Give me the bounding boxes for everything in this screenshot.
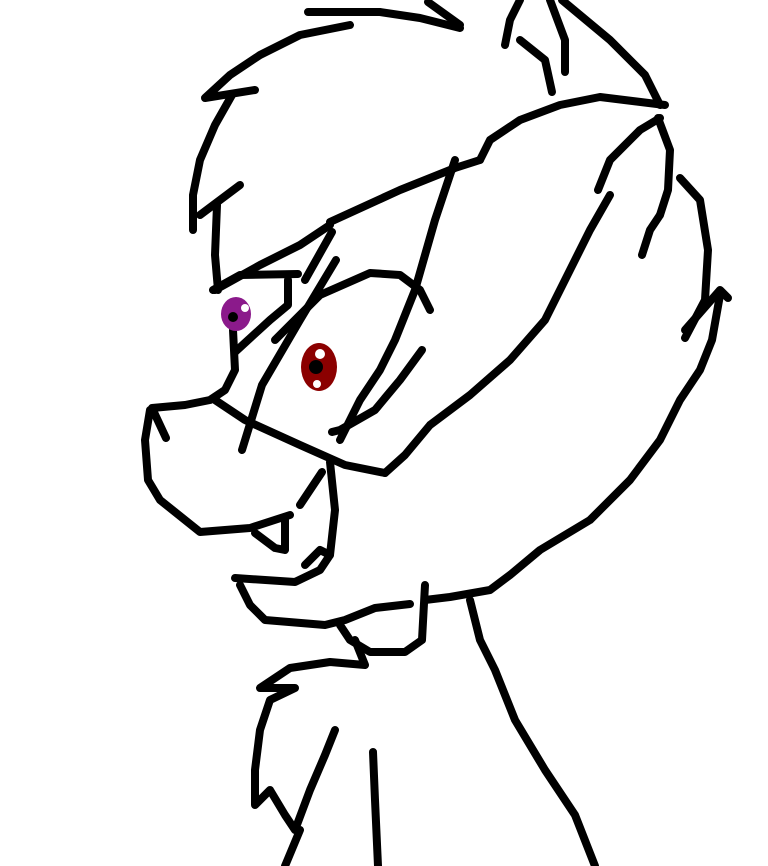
right-eye-lower-stroke [328, 346, 426, 436]
line-strokes [141, 0, 732, 866]
forehead-tuft-stroke [196, 181, 244, 219]
right-eye-highlight-lower [313, 380, 321, 388]
ear-left-outer-stroke [501, 0, 524, 49]
hair-right-3-stroke [638, 211, 664, 259]
right-eye [301, 343, 337, 391]
hair-left-stroke [201, 21, 354, 102]
ear-left-inner-stroke [546, 0, 569, 76]
forehead-side-stroke [211, 201, 222, 294]
jaw-right-stroke [421, 291, 724, 604]
left-eye-side-stroke [231, 276, 292, 356]
stripe-1-stroke [301, 228, 336, 284]
muzzle-line-stroke [211, 396, 389, 477]
right-brow-stroke [271, 269, 434, 344]
lower-lip-stroke [231, 551, 334, 586]
fang-stroke [251, 516, 289, 554]
neck-inner-stroke [369, 748, 382, 866]
left-eye [221, 297, 251, 331]
hair-right-5-stroke [681, 286, 732, 334]
ear-left-edge-stroke [516, 36, 556, 96]
hair-spike-stroke [424, 0, 464, 29]
neck-fur-stroke [251, 636, 369, 834]
snout-front-stroke [141, 406, 294, 536]
fang-upper-stroke [296, 468, 326, 509]
right-eye-pupil [309, 360, 323, 374]
hair-left-lower-stroke [189, 91, 236, 234]
neck-left-stroke [281, 826, 304, 866]
hair-right-1-stroke [594, 114, 664, 194]
hair-band-stroke [326, 156, 484, 226]
chin-stroke [236, 581, 414, 629]
left-brow-stroke [209, 270, 302, 294]
chin-under-stroke [336, 581, 429, 656]
stripe-2-stroke [238, 256, 340, 454]
left-eye-highlight [241, 304, 249, 312]
cheek-right-stroke [381, 191, 614, 477]
ear-right-stroke [558, 0, 664, 109]
center-line-stroke [336, 156, 459, 444]
head-top-stroke [476, 93, 669, 164]
hair-right-2-stroke [654, 114, 674, 219]
right-eye-highlight [315, 349, 325, 359]
snout-top-stroke [148, 326, 239, 442]
neck-right-stroke [466, 596, 599, 866]
left-eye-pupil [228, 312, 238, 322]
hair-top-stroke [304, 8, 464, 32]
